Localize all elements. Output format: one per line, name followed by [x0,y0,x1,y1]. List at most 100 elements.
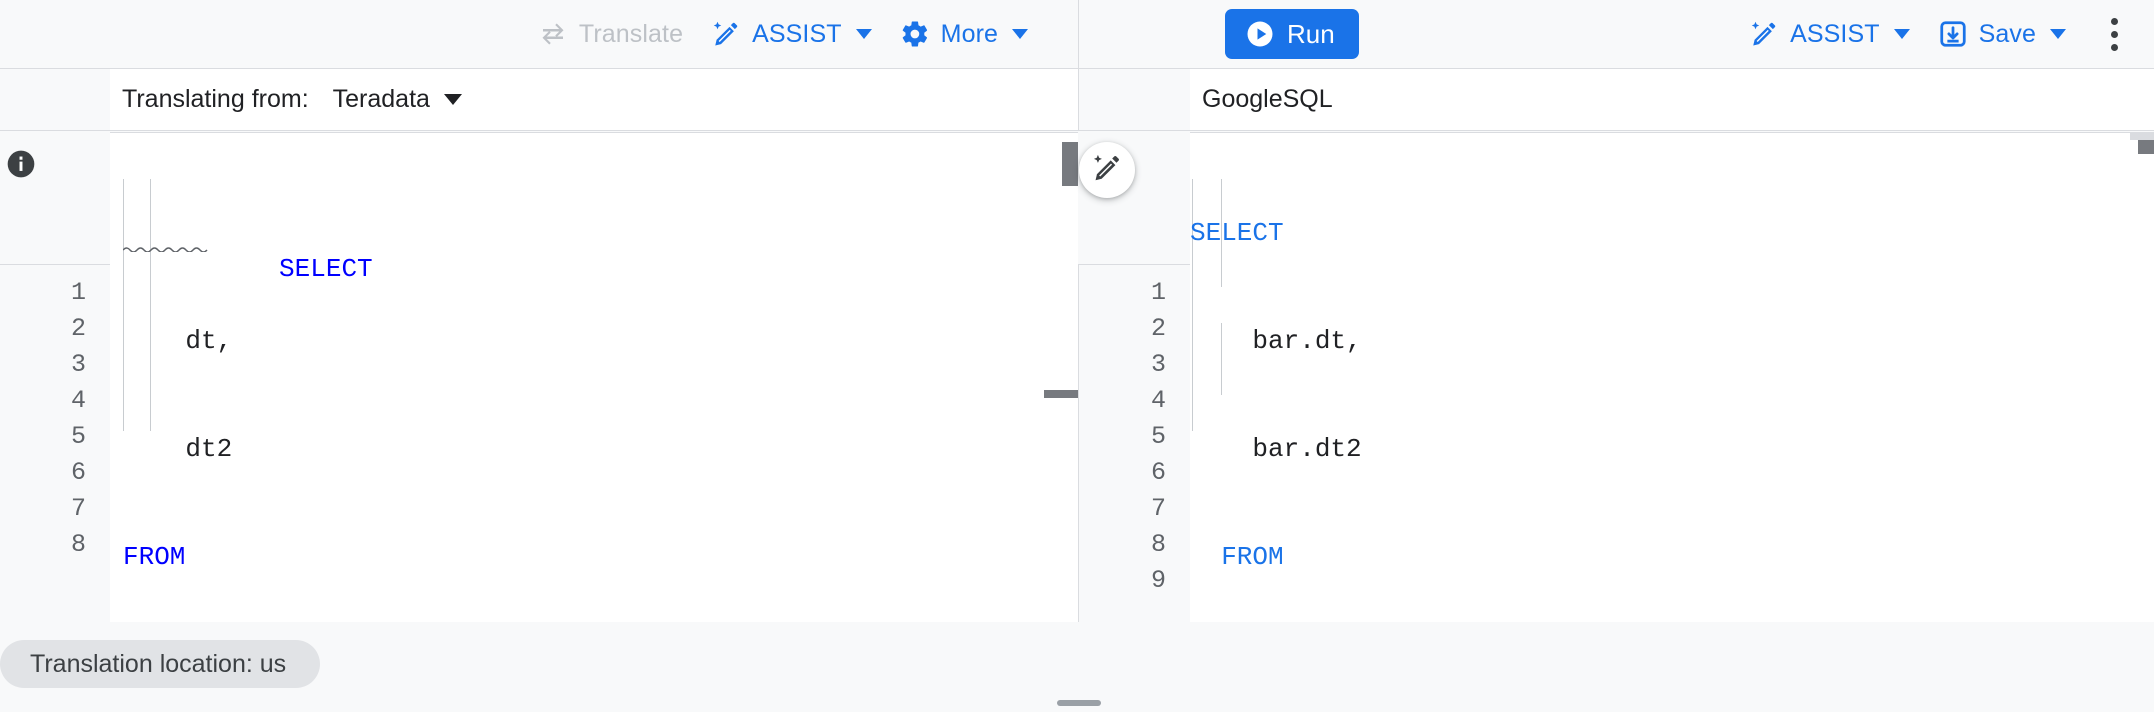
line-number: 3 [1150,350,1166,379]
info-circle-icon[interactable] [5,148,37,180]
code-token: bar.dt2 [1190,434,1362,464]
source-line-numbers: 1 2 3 4 5 6 7 8 [71,275,86,563]
target-dialect-header: GoogleSQL [1190,69,2154,131]
more-button[interactable]: More [886,12,1042,56]
indent-guide [150,179,151,251]
code-token: dt, [123,326,233,356]
source-vertical-scrollbar-thumb[interactable] [1062,142,1078,186]
target-scrollbar-track[interactable] [2130,132,2154,140]
source-dialect-value: Teradata [332,85,430,113]
translation-location-chip: Translation location: us [0,640,321,688]
translating-from-label: Translating from: [122,85,309,113]
assist-right-button-label: ASSIST [1790,19,1880,48]
indent-guide [1221,323,1222,395]
line-number: 8 [70,530,86,559]
target-code-editor[interactable]: SELECT bar.dt, bar.dt2 FROM foo.bar ORDE… [1190,132,2154,622]
assist-right-button[interactable]: ASSIST [1735,12,1924,56]
indent-guide [150,323,151,431]
source-code-text: SELECT dt, dt2 FROM foo.bar ORDER BY dt; [123,143,373,622]
line-number: 4 [70,386,86,415]
line-number: 8 [1150,530,1166,559]
toolbar-left-group: Translate ASSIST [0,0,1078,68]
line-number: 7 [1150,494,1166,523]
line-number: 6 [70,458,86,487]
source-header-gutter [0,69,110,131]
toolbar-right-group: Run ASSIST [1078,0,2154,68]
indent-guide [150,251,151,323]
code-token: dt2 [123,434,233,464]
line-number: 3 [70,350,86,379]
error-squiggle-underline [123,247,208,252]
source-code-editor[interactable]: SELECT dt, dt2 FROM foo.bar ORDER BY dt; [110,132,1078,622]
line-number: 2 [70,314,86,343]
kebab-dot [2110,30,2118,38]
kebab-menu-icon[interactable] [2092,12,2136,56]
line-number: 1 [70,278,86,307]
code-line: bar.dt, [1190,323,1362,359]
save-button-label: Save [1978,19,2036,48]
magic-pencil-icon [1749,19,1779,49]
source-dialect-header: Translating from: Teradata [110,69,1136,131]
run-button[interactable]: Run [1225,9,1359,59]
target-code-text: SELECT bar.dt, bar.dt2 FROM foo.bar ORDE… [1190,143,1362,622]
code-token: FROM [123,542,186,572]
code-token: SELECT [1190,218,1284,248]
assist-left-button-label: ASSIST [752,19,842,48]
kebab-dot [2110,17,2118,25]
assist-left-button[interactable]: ASSIST [697,12,886,56]
save-button[interactable]: Save [1924,12,2080,56]
code-token: SELECT [279,254,373,284]
line-number: 5 [1150,422,1166,451]
indent-guide [1221,179,1222,287]
line-number: 9 [1150,566,1166,595]
code-line: dt2 [123,431,373,467]
code-token: bar.dt, [1190,326,1362,356]
play-circle-icon [1245,19,1275,49]
kebab-dot [2110,43,2118,51]
translate-button[interactable]: Translate [524,12,697,56]
status-bar: Translation location: us [0,622,2154,712]
panel-headers-row: Translating from: Teradata GoogleSQL [0,69,2154,132]
headers-gap [1078,69,1190,131]
line-number: 1 [1150,278,1166,307]
chevron-down-icon [855,29,872,39]
run-button-label: Run [1287,18,1335,49]
target-dialect-value: GoogleSQL [1202,85,1333,113]
source-dialect-select[interactable]: Teradata [333,85,462,114]
code-line: FROM [123,539,373,575]
gear-icon [900,19,930,49]
translate-arrows-icon [538,19,568,49]
target-line-numbers: 1 2 3 4 5 6 7 8 9 [1151,275,1166,599]
line-number: 7 [70,494,86,523]
editors-vertical-divider [1078,264,1079,712]
chevron-down-icon [2050,29,2066,39]
translate-button-label: Translate [578,19,684,48]
code-token: FROM [1190,542,1284,572]
panel-resize-handle[interactable] [1057,700,1101,706]
line-number: 2 [1150,314,1166,343]
magic-pencil-icon [1091,152,1123,189]
source-horizontal-scrollbar-thumb[interactable] [1044,390,1078,398]
code-line: dt, [123,323,373,359]
target-vertical-scrollbar-thumb[interactable] [2138,140,2154,154]
code-line: SELECT [123,215,373,284]
code-line: bar.dt2 [1190,431,1362,467]
line-number: 5 [70,422,86,451]
editors-region: 1 2 3 4 5 6 7 8 SELECT [0,132,2154,712]
indent-guide [1192,179,1193,431]
chevron-down-icon [1012,29,1028,39]
assist-fab-button[interactable] [1079,142,1135,198]
code-line: FROM [1190,539,1362,575]
magic-pencil-icon [711,19,741,49]
toolbar-vertical-divider [1078,0,1079,68]
more-button-label: More [940,19,998,48]
line-number: 4 [1150,386,1166,415]
code-line: SELECT [1190,215,1362,251]
top-toolbar: Translate ASSIST [0,0,2154,69]
chevron-down-icon [1893,29,1910,39]
indent-guide [123,251,124,323]
headers-seam-divider [1078,69,1079,131]
line-number: 6 [1150,458,1166,487]
save-download-icon [1938,19,1968,49]
